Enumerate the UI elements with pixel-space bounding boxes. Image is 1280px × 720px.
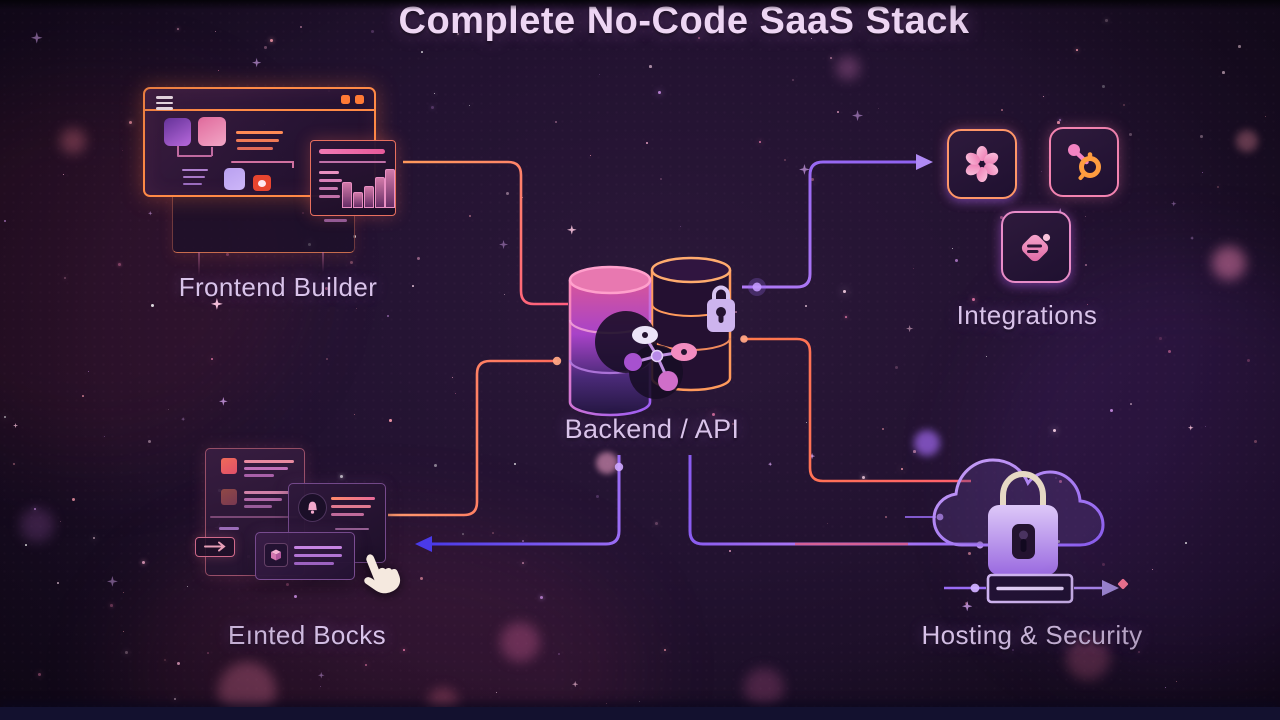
- text-line: [244, 491, 290, 494]
- text-line: [319, 187, 338, 190]
- list-thumbnail: [221, 458, 237, 474]
- bottom-edge-band: [0, 707, 1280, 720]
- integration-tile: [947, 129, 1017, 199]
- text-line: [244, 460, 294, 463]
- divider: [210, 516, 298, 518]
- text-line: [324, 219, 347, 222]
- chart-bar: [342, 182, 352, 208]
- arrowhead-left-icon: [415, 536, 432, 552]
- divider: [319, 161, 386, 163]
- text-line: [183, 176, 205, 178]
- arrowhead-right-icon: [916, 154, 933, 170]
- integration-tile: [1049, 127, 1119, 197]
- hubspot-app-icon: [1068, 144, 1101, 180]
- connector-backend-to-embed-arrow: [430, 455, 621, 546]
- database-cylinders-icon: [568, 256, 735, 417]
- flow-line: [211, 147, 213, 156]
- chart-bar: [385, 169, 395, 208]
- window-control-icon: [355, 95, 364, 104]
- integration-tile: [1001, 211, 1071, 283]
- text-line: [331, 505, 371, 508]
- text-line: [294, 546, 342, 549]
- text-line: [183, 183, 202, 185]
- flow-line: [292, 161, 294, 168]
- glow-dot: [614, 462, 624, 472]
- text-line: [182, 169, 208, 171]
- hosting-label: Hosting & Security: [921, 620, 1143, 650]
- text-line: [244, 505, 272, 508]
- hand-cursor-icon: [364, 554, 401, 594]
- canvas-block-red: [253, 175, 271, 191]
- flow-line: [177, 155, 212, 157]
- panel-header-bar: [319, 149, 385, 154]
- text-line: [294, 562, 334, 565]
- text-line: [244, 467, 288, 470]
- list-thumbnail: [221, 489, 237, 505]
- text-line: [335, 528, 369, 530]
- canvas-block-pink: [198, 117, 226, 146]
- analytics-panel: [310, 140, 396, 216]
- frontend-label: Frontend Builder: [178, 272, 378, 302]
- canvas-block-purple: [164, 118, 191, 146]
- hamburger-menu-icon: [156, 93, 173, 113]
- text-line: [219, 527, 239, 530]
- integrations-label: Integrations: [956, 300, 1098, 330]
- backend-label: Backend / API: [564, 414, 740, 444]
- package-box-icon: [264, 543, 288, 567]
- text-line: [244, 498, 282, 501]
- text-line: [294, 554, 342, 557]
- top-edge-shade: [0, 0, 1280, 10]
- text-line: [236, 131, 283, 134]
- chat-diamond-app-icon: [1021, 233, 1051, 262]
- decor-line: [322, 252, 324, 272]
- flower-app-icon: [965, 145, 999, 183]
- text-line: [319, 179, 342, 182]
- flow-line: [231, 161, 293, 163]
- chart-bar: [353, 192, 363, 208]
- server-bar-icon: [986, 573, 1074, 604]
- window-control-icon: [341, 95, 350, 104]
- cloud-security-icon: [932, 458, 1105, 604]
- chart-bar: [375, 177, 385, 208]
- text-line: [319, 171, 339, 174]
- text-line: [237, 147, 273, 150]
- text-line: [236, 139, 279, 142]
- bell-icon: [298, 493, 327, 522]
- text-line: [319, 195, 340, 198]
- dot: [258, 179, 266, 187]
- chart-bar: [364, 186, 374, 208]
- arrow-right-icon: [204, 541, 226, 552]
- browser-titlebar: [145, 89, 374, 111]
- text-line: [331, 513, 364, 516]
- text-line: [331, 497, 375, 500]
- canvas-block-lilac: [224, 168, 245, 190]
- text-line: [244, 474, 274, 477]
- arrow-chip-button: [195, 537, 235, 557]
- embed-card: [255, 532, 355, 580]
- embed-label: Eınted Bocks: [228, 620, 386, 650]
